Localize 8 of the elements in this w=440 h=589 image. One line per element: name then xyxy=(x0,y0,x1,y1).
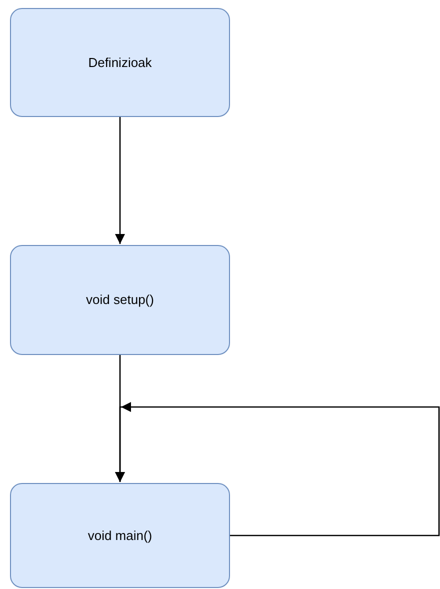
arrow xyxy=(115,117,125,244)
process-box xyxy=(10,483,230,588)
box-label: Definizioak xyxy=(88,54,152,72)
arrow xyxy=(115,402,440,536)
box-label: void setup() xyxy=(86,291,154,310)
box-label: void main() xyxy=(88,526,152,545)
process-box xyxy=(10,8,230,117)
process-box xyxy=(10,245,230,355)
